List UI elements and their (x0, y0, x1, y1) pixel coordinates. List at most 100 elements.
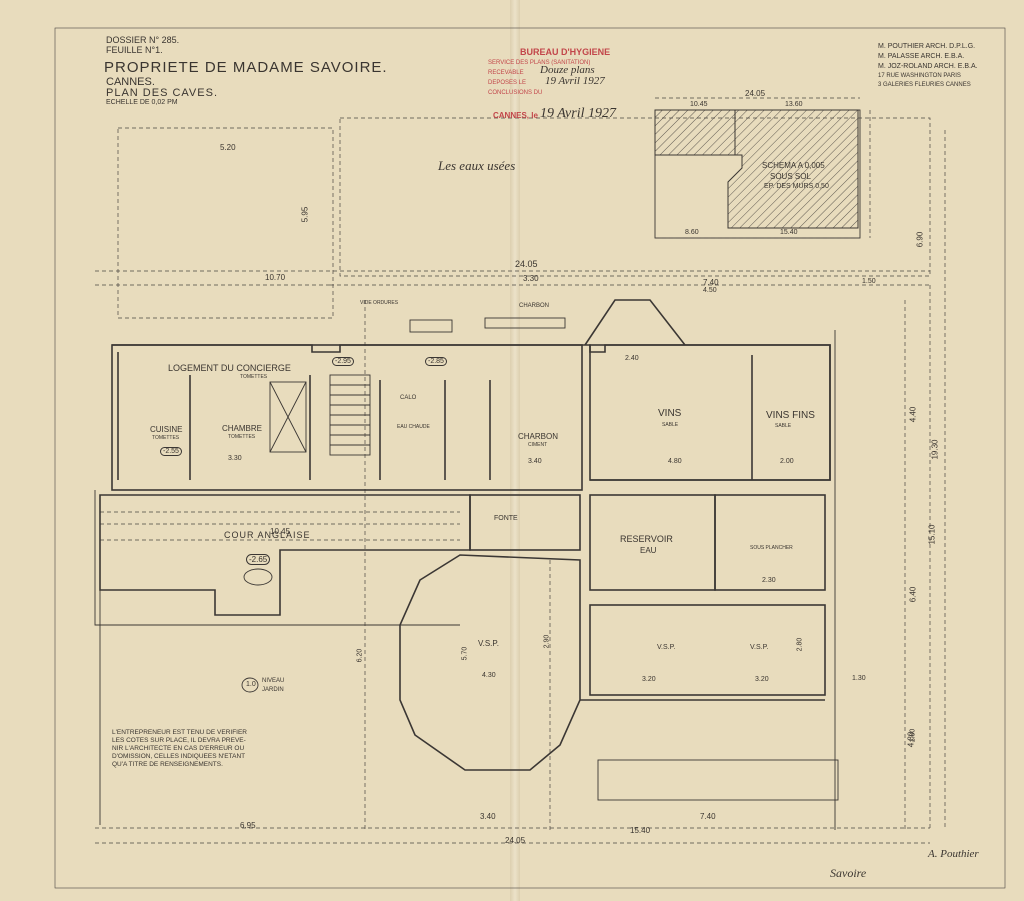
room-sublabel: TOMETTES (240, 374, 268, 380)
room-sublabel: EAU (640, 546, 657, 555)
dimension-label: 5.95 (300, 206, 310, 223)
stamp-line: RECEVABLE (488, 70, 524, 76)
plan-title: PROPRIETE DE MADAME SAVOIRE. (104, 59, 388, 76)
schema-dim: 8.60 (685, 229, 699, 236)
schema-dim: 15.40 (780, 229, 798, 236)
room-sublabel: CIMENT (528, 442, 548, 448)
room-label: FONTE (494, 515, 518, 522)
room-sublabel: SOUS PLANCHER (750, 545, 793, 551)
dimension-label: 4.40 (908, 406, 918, 423)
schema-label: SCHEMA A 0,005 (762, 161, 825, 170)
stamp-handwriting: 19 Avril 1927 (545, 75, 605, 87)
dimension-lines (95, 130, 946, 844)
architect-line: 17 RUE WASHINGTON PARIS (878, 73, 961, 79)
owner-signature: Savoire (830, 866, 867, 880)
room-label: CHARBON (518, 432, 559, 441)
staircase (329, 374, 371, 456)
schema-label: EP. DES MURS 0,50 (764, 183, 829, 190)
garden-level-label: JARDIN (262, 687, 284, 693)
sheet-border (54, 27, 1006, 889)
room-label: V.S.P. (478, 639, 499, 648)
garden-level-value: 1.0 (246, 681, 256, 688)
note-line: D'OMISSION, CELLES INDIQUEES N'ETANT (112, 753, 246, 760)
schema-dim: 24.05 (745, 89, 766, 98)
handwritten-note: Les eaux usées (438, 158, 516, 173)
dimension-label: 24.05 (505, 836, 526, 845)
dimension-label: 3.30 (228, 455, 242, 462)
note-line: LES COTES SUR PLACE, IL DEVRA PREVE- (112, 737, 246, 744)
room-label: RESERVOIR (620, 534, 673, 544)
floor-plan-walls (94, 299, 839, 830)
level-marker: -2.55 (160, 447, 182, 456)
dimension-label: 1.80 (909, 728, 917, 743)
stamp-handwriting: Douze plans (540, 64, 595, 76)
dimension-label: 1.50 (862, 278, 876, 285)
dimension-label: 6.95 (240, 821, 256, 830)
note-line: L'ENTREPRENEUR EST TENU DE VERIFIER (112, 729, 247, 736)
level-marker: -2.95 (332, 357, 354, 366)
dimension-label: 10.70 (265, 273, 286, 282)
garden-level-label: NIVEAU (262, 678, 285, 684)
dimension-label: 24.05 (515, 259, 538, 269)
architect-line: M. PALASSE ARCH. E.B.A. (878, 53, 965, 60)
note-line: NIR L'ARCHITECTE EN CAS D'ERREUR OU (112, 745, 245, 752)
stamp-line: CONCLUSIONS DU (488, 90, 543, 96)
architect-line: M. JOZ-ROLAND ARCH. E.B.A. (878, 63, 978, 70)
schema-label: SOUS SOL (770, 172, 811, 181)
paper-fold (510, 0, 520, 901)
stamp-date: 19 Avril 1927 (540, 106, 616, 121)
room-sublabel: SABLE (775, 423, 792, 429)
dimension-label: 2.40 (625, 355, 639, 362)
room-label: CALO (400, 395, 417, 401)
room-sublabel: TOMETTES (228, 434, 256, 440)
room-label: CHAMBRE (222, 424, 263, 433)
dimension-label: 5.20 (220, 143, 236, 152)
dimension-label: 2.90 (543, 634, 551, 649)
dimension-label: 7.40 (700, 812, 716, 821)
dimension-label: 3.40 (480, 812, 496, 821)
dimension-label: 2.30 (762, 577, 776, 584)
schema-inset (654, 97, 871, 239)
room-sublabel: SABLE (662, 422, 679, 428)
dimension-label: 6.40 (908, 586, 918, 603)
room-label: VINS (658, 408, 682, 419)
stamp-line: DEPOSES LE (488, 80, 527, 86)
room-label: COUR ANGLAISE (224, 530, 311, 540)
architect-line: 3 GALERIES FLEURIES CANNES (878, 82, 971, 88)
room-label: LOGEMENT DU CONCIERGE (168, 363, 291, 373)
architect-signature: A. Pouthier (928, 848, 979, 860)
room-label: CHARBON (519, 303, 550, 309)
dimension-label: 3.20 (642, 676, 656, 683)
dimension-label: 15.40 (630, 826, 651, 835)
dimension-label: 7.40 (703, 278, 719, 287)
dimension-label: 15.10 (927, 524, 937, 545)
dimension-label: 2.80 (796, 637, 804, 652)
stamp-line: SERVICE DES PLANS (SANITATION) (488, 60, 591, 66)
room-label: CUISINE (150, 425, 183, 434)
plan-subtitle: PLAN DES CAVES. (106, 87, 218, 99)
architect-line: M. POUTHIER ARCH. D.P.L.G. (878, 43, 976, 50)
dimension-label: 4.30 (482, 672, 496, 679)
dimension-label: 6.90 (915, 231, 925, 248)
schema-dim: 13.60 (785, 101, 803, 108)
room-label: VINS FINS (766, 410, 815, 421)
city-label: CANNES. (106, 76, 155, 88)
sheet-number: FEUILLE N°1. (106, 45, 163, 55)
dimension-label: 3.30 (523, 274, 539, 283)
dimension-label: 3.20 (755, 676, 769, 683)
schema-dim: 10.45 (690, 101, 708, 108)
room-label: VIDE ORDURES (360, 300, 399, 306)
dimension-label: 19.30 (930, 439, 940, 460)
level-marker: -2.85 (425, 357, 447, 366)
room-label: V.S.P. (750, 644, 769, 651)
contractor-note: L'ENTREPRENEUR EST TENU DE VERIFIER LES … (112, 729, 247, 769)
scale-label: ECHELLE DE 0,02 PM (106, 99, 178, 106)
stamp-office: BUREAU D'HYGIENE (520, 47, 611, 57)
upper-terrace-outline (117, 127, 334, 319)
dimension-label: 1.30 (852, 675, 866, 682)
room-label: V.S.P. (657, 644, 676, 651)
stamp-cannes: CANNES, le (493, 111, 538, 120)
dossier-number: DOSSIER N° 285. (106, 35, 180, 45)
